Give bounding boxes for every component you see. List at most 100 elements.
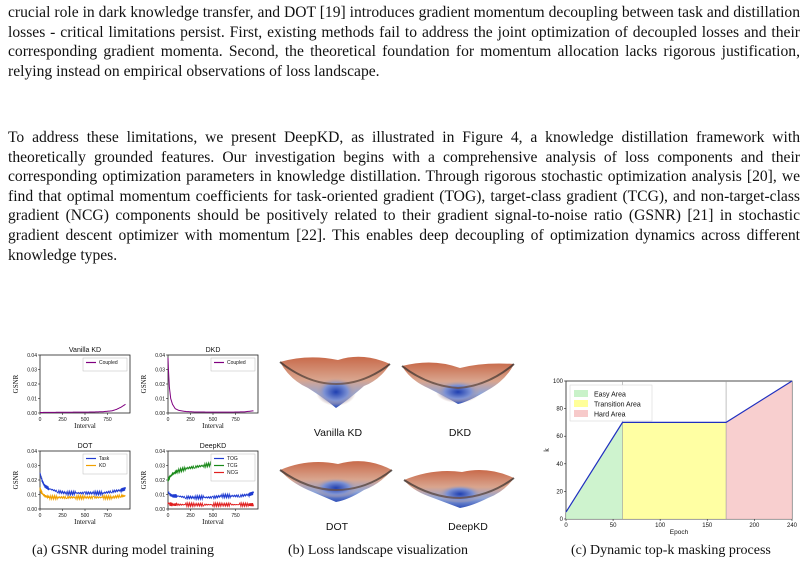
y-tick-label: 0.01 — [27, 397, 37, 403]
plot-title: DeepKD — [200, 443, 226, 450]
x-tick-label: 0 — [39, 513, 42, 519]
series-line-kd — [39, 487, 126, 502]
x-tick-label: 200 — [749, 523, 760, 529]
y-tick-label: 0.04 — [27, 449, 37, 455]
x-tick-label: 0 — [564, 523, 568, 529]
legend-box — [210, 357, 256, 372]
x-tick-label: 750 — [231, 417, 240, 423]
y-tick-label: 0.04 — [155, 353, 165, 359]
x-tick-label: 150 — [702, 523, 713, 529]
legend-label: TCG — [227, 463, 238, 469]
legend-label: Easy Area — [594, 392, 626, 399]
surface-dot — [279, 461, 393, 502]
x-tick-label: 0 — [167, 417, 170, 423]
plot-title: DKD — [206, 347, 221, 354]
region-easy-area — [566, 422, 623, 519]
y-axis-label: GSNR — [12, 374, 20, 393]
paragraph-2: To address these limitations, we present… — [8, 129, 800, 264]
caption-b: (b) Loss landscape visualization — [288, 543, 469, 558]
legend-label: Transition Area — [594, 402, 641, 409]
y-axis-label: k — [544, 448, 551, 452]
x-tick-label: 0 — [39, 417, 42, 423]
x-tick-label: 750 — [103, 417, 112, 423]
legend-swatch — [574, 390, 588, 397]
legend-label: Task — [99, 456, 110, 462]
series-line-ncg — [167, 500, 254, 509]
x-tick-label: 0 — [167, 513, 170, 519]
x-axis-label: Epoch — [670, 529, 689, 536]
legend-label: Hard Area — [594, 412, 626, 419]
x-tick-label: 240 — [787, 523, 798, 529]
y-tick-label: 80 — [556, 407, 563, 413]
legend-label: KD — [99, 463, 106, 469]
y-tick-label: 0.03 — [155, 464, 165, 470]
x-tick-label: 250 — [58, 513, 67, 519]
landscape-label-dot: DOT — [325, 521, 349, 533]
x-tick-label: 500 — [209, 513, 218, 519]
x-tick-label: 100 — [655, 523, 666, 529]
y-tick-label: 20 — [556, 489, 563, 495]
y-tick-label: 0.02 — [155, 478, 165, 484]
x-tick-label: 250 — [186, 513, 195, 519]
caption-a: (a) GSNR during model training — [32, 543, 214, 558]
gsnr-plot-2: DOT 0.00 0.01 0.02 0.03 0.04 0 250 500 750Interva… — [12, 443, 131, 526]
series-line-tog — [167, 491, 254, 502]
landscape-label-deepkd: DeepKD — [448, 521, 488, 533]
x-tick-label: 500 — [209, 417, 218, 423]
surface-deepkd — [403, 470, 515, 508]
y-tick-label: 0.04 — [155, 449, 165, 455]
legend-swatch — [574, 410, 588, 417]
legend-label: NCG — [227, 470, 238, 476]
y-tick-label: 0.02 — [27, 382, 37, 388]
landscape-label-dkd: DKD — [448, 427, 472, 439]
y-tick-label: 0.02 — [27, 478, 37, 484]
paragraph-1: crucial role in dark knowledge transfer,… — [8, 4, 800, 80]
y-tick-label: 0.03 — [27, 368, 37, 374]
legend-label: Coupled — [99, 360, 118, 366]
plot-title: DOT — [78, 443, 94, 450]
loss-landscape-figure — [279, 356, 515, 508]
legend-swatch — [574, 400, 588, 407]
legend-label: Coupled — [227, 360, 246, 366]
y-tick-label: 0.00 — [155, 507, 165, 513]
y-tick-label: 0.01 — [155, 397, 165, 403]
y-tick-label: 60 — [556, 434, 563, 440]
y-tick-label: 0.03 — [27, 464, 37, 470]
x-axis-label: Interval — [74, 518, 96, 526]
y-tick-label: 100 — [553, 379, 564, 385]
caption-c: (c) Dynamic top-k masking process — [571, 543, 771, 558]
x-axis-label: Interval — [74, 422, 96, 430]
region-hard-area — [726, 381, 792, 519]
y-tick-label: 0.00 — [27, 411, 37, 417]
y-axis-label: GSNR — [12, 470, 20, 489]
y-tick-label: 0.04 — [27, 353, 37, 359]
region-transition-area — [622, 422, 727, 519]
legend-box — [82, 357, 128, 372]
y-axis-label: GSNR — [140, 374, 148, 393]
y-tick-label: 0.00 — [27, 507, 37, 513]
k-curve — [565, 380, 793, 513]
x-tick-label: 250 — [58, 417, 67, 423]
surface-dkd — [401, 362, 515, 404]
series-line-coupled — [39, 403, 126, 414]
y-tick-label: 0.02 — [155, 382, 165, 388]
landscape-label-vanilla-kd: Vanilla KD — [313, 427, 363, 439]
x-axis-label: Interval — [202, 518, 224, 526]
surface-vanilla-kd — [279, 356, 391, 408]
x-tick-label: 50 — [610, 523, 617, 529]
x-tick-label: 750 — [103, 513, 112, 519]
gsnr-plots: Vanilla KD 0.00 0.01 0.02 0.03 0.04 0 250 500 750… — [12, 347, 259, 526]
plot-title: Vanilla KD — [69, 347, 101, 354]
series-line-task — [39, 472, 126, 497]
y-tick-label: 0 — [560, 517, 564, 523]
y-tick-label: 0.00 — [155, 411, 165, 417]
x-tick-label: 500 — [81, 513, 90, 519]
x-tick-label: 750 — [231, 513, 240, 519]
series-line-coupled — [167, 357, 254, 413]
x-tick-label: 500 — [81, 417, 90, 423]
y-tick-label: 0.01 — [27, 493, 37, 499]
y-tick-label: 0.03 — [155, 368, 165, 374]
x-tick-label: 250 — [186, 417, 195, 423]
